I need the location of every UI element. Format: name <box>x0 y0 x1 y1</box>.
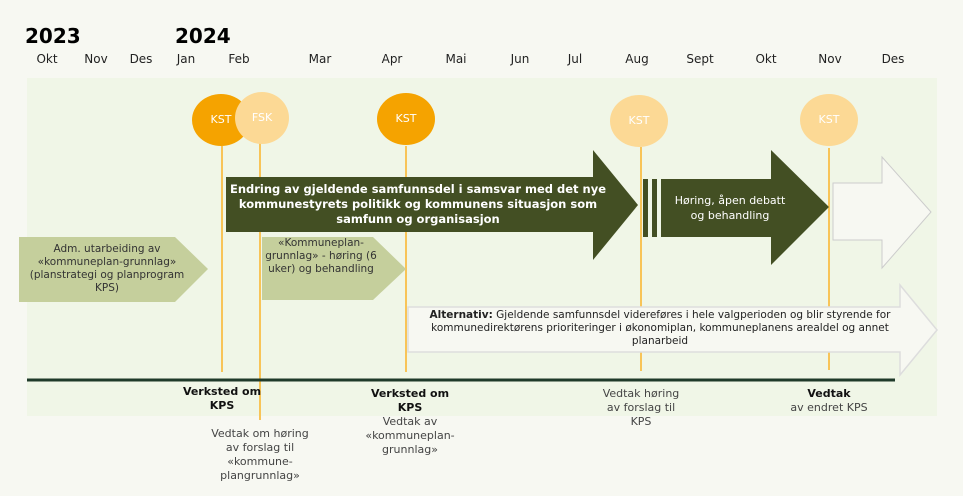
event-label: Vedtak om høring av forslag til «kommune… <box>211 427 309 482</box>
month-label: Feb <box>228 52 250 66</box>
hearing-arrow <box>661 150 829 265</box>
milestone-circle <box>235 92 289 144</box>
event-text: av endret KPS <box>790 401 868 414</box>
grunnlag-arrow <box>262 237 406 300</box>
milestone-label: FSK <box>251 111 273 124</box>
month-label: Okt <box>755 52 777 66</box>
month-label: Mar <box>308 52 332 66</box>
outline-arrow <box>832 155 932 270</box>
year-2023: 2023 <box>25 24 81 48</box>
month-label: Nov <box>84 52 108 66</box>
main-arrow-text: Endring av gjeldende samfunnsdel i samsv… <box>229 182 607 226</box>
milestone-circle <box>800 94 858 146</box>
break-bar <box>643 179 648 237</box>
milestone-label: KST <box>818 113 840 126</box>
year-2024: 2024 <box>175 24 231 48</box>
month-label: Sept <box>686 52 714 66</box>
month-label: Jul <box>567 52 583 66</box>
month-label: Des <box>881 52 905 66</box>
milestone-label: KST <box>628 114 650 127</box>
milestone-circle <box>610 95 668 147</box>
event-label: Verksted om KPS <box>182 385 262 413</box>
event-title: Verksted om KPS <box>370 387 450 414</box>
month-label: Jun <box>510 52 530 66</box>
alternative-arrow <box>407 282 938 378</box>
main-arrow <box>226 150 638 260</box>
alternative-label: Alternativ: <box>429 309 493 321</box>
event-text: Vedtak av «kommuneplan-grunnlag» <box>365 415 455 456</box>
alternative-text: Alternativ: Gjeldende samfunnsdel videre… <box>410 309 910 348</box>
month-label: Aug <box>625 52 649 66</box>
month-label: Jan <box>176 52 196 66</box>
event-label: Vedtak høring av forslag til KPS <box>602 387 680 428</box>
alternative-body: Gjeldende samfunnsdel videreføres i hele… <box>431 309 891 347</box>
adm-arrow <box>19 237 208 302</box>
milestone-label: KST <box>395 112 417 125</box>
milestone-label: KST <box>210 113 232 126</box>
adm-arrow-text: Adm. utarbeiding av «kommuneplan-grunnla… <box>29 243 185 294</box>
month-label: Apr <box>381 52 403 66</box>
break-bar <box>652 179 657 237</box>
hearing-arrow-text: Høring, åpen debatt og behandling <box>674 194 786 222</box>
milestone-circle <box>192 94 250 146</box>
month-label: Okt <box>36 52 58 66</box>
month-label: Mai <box>445 52 467 66</box>
event-title: Verksted om KPS <box>182 385 262 412</box>
milestone-circle <box>377 93 435 145</box>
event-title: Vedtak <box>807 387 851 400</box>
month-label: Nov <box>818 52 842 66</box>
grunnlag-arrow-text: «Kommuneplan-grunnlag» - høring (6 uker)… <box>265 237 377 275</box>
month-label: Des <box>129 52 153 66</box>
